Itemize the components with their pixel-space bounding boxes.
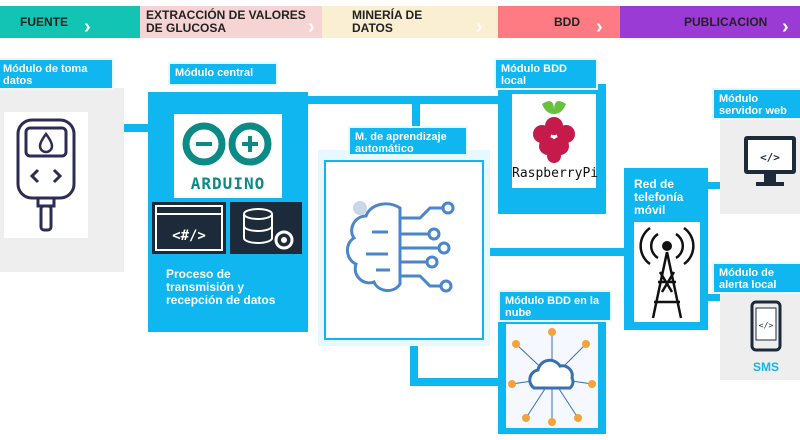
stage-publicacion-label: PUBLICACION bbox=[684, 14, 768, 29]
connector-line bbox=[706, 182, 720, 189]
brain-network-icon bbox=[324, 160, 484, 340]
chevron-right-icon: › bbox=[596, 16, 603, 38]
stage-extraccion-label: EXTRACCIÓN DE VALORES DE GLUCOSA bbox=[146, 8, 306, 35]
connector-line bbox=[410, 344, 418, 384]
stage-bdd: BDD › bbox=[498, 6, 620, 38]
connector-line bbox=[706, 294, 720, 301]
database-gear-icon bbox=[230, 202, 302, 254]
monitor-code-icon: </> bbox=[738, 132, 800, 190]
arduino-logo-icon: ARDUINO bbox=[174, 114, 282, 198]
smartphone-code-icon: </> bbox=[748, 300, 784, 352]
stage-fuente: FUENTE › bbox=[0, 6, 140, 38]
connector-line bbox=[290, 96, 420, 104]
central-caption: Proceso de transmisión y recepción de da… bbox=[166, 267, 276, 307]
glucometer-icon bbox=[4, 112, 88, 238]
connector-line bbox=[490, 248, 630, 256]
svg-text:</>: </> bbox=[759, 321, 774, 330]
toma-datos-label: Módulo de toma datos bbox=[0, 58, 114, 90]
svg-text:<#/>: <#/> bbox=[172, 228, 206, 244]
chevron-right-icon: › bbox=[782, 16, 789, 38]
alerta-local-label: Módulo de alerta local bbox=[712, 262, 800, 294]
stage-bdd-label: BDD bbox=[554, 14, 580, 29]
connector-line bbox=[412, 96, 420, 130]
connector-line bbox=[410, 378, 500, 386]
raspberry-text: RaspberryPi bbox=[512, 166, 599, 181]
code-window-icon: <#/> bbox=[152, 202, 226, 254]
central-label: Módulo central bbox=[168, 62, 278, 86]
bdd-local-label: Módulo BDD local bbox=[494, 58, 598, 90]
stage-mineria-label: MINERÍA DE DATOS bbox=[352, 8, 423, 35]
chevron-right-icon: › bbox=[476, 16, 483, 38]
bdd-nube-label: Módulo BDD en la nube bbox=[498, 290, 612, 322]
stage-mineria: MINERÍA DE DATOS › bbox=[322, 6, 498, 38]
ml-label: M. de aprendizaje automático bbox=[348, 126, 468, 156]
connector-line bbox=[418, 96, 498, 104]
stage-publicacion: PUBLICACION › bbox=[620, 6, 800, 38]
stage-fuente-label: FUENTE bbox=[20, 14, 68, 29]
chevron-right-icon: › bbox=[308, 16, 315, 38]
radio-tower-icon bbox=[634, 222, 700, 322]
red-telefonia-label: Red de telefonía móvil bbox=[634, 177, 684, 217]
stage-extraccion: EXTRACCIÓN DE VALORES DE GLUCOSA › bbox=[140, 6, 322, 38]
servidor-web-label: Módulo servidor web bbox=[712, 88, 800, 120]
svg-text:</>: </> bbox=[760, 151, 780, 164]
sms-label: SMS bbox=[752, 360, 779, 374]
connector-line bbox=[120, 124, 150, 132]
cloud-network-icon bbox=[506, 324, 598, 428]
arduino-text: ARDUINO bbox=[190, 174, 266, 193]
raspberry-pi-icon: RaspberryPi bbox=[512, 94, 599, 188]
chevron-right-icon: › bbox=[84, 16, 91, 38]
